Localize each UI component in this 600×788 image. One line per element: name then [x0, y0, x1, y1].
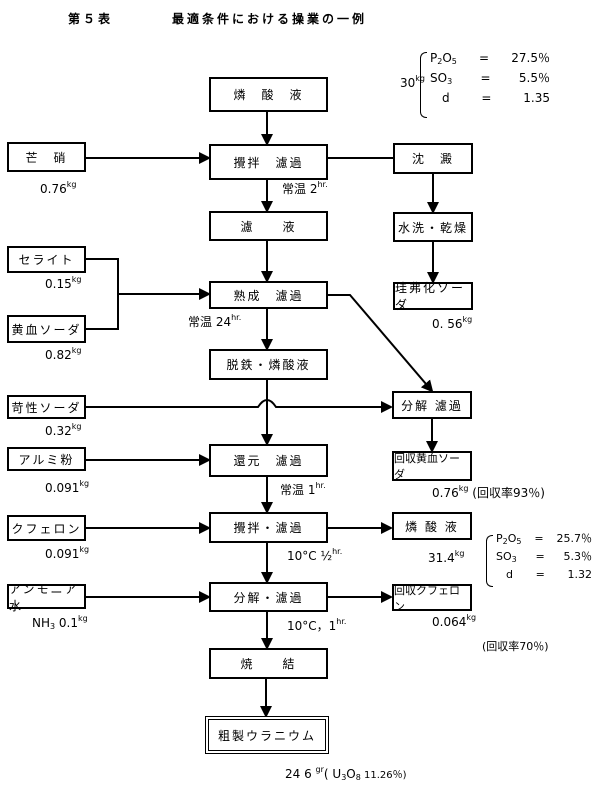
amount-cupferron: 0.091kg [45, 545, 90, 561]
node-stir-filter-1: 攪拌 濾過 [209, 144, 328, 180]
table-number: 第５表 [68, 12, 114, 26]
node-phosphoric-acid-in: 燐 酸 液 [209, 77, 328, 112]
node-label: アンモニア水 [9, 581, 79, 613]
node-label: 還元 濾過 [233, 454, 304, 468]
node-label: クフェロン [11, 521, 82, 536]
condition-reduction-filter: 常温 1hr. [280, 481, 326, 497]
product-density-row: d=1.32 [506, 568, 592, 581]
product-brace [486, 535, 493, 587]
amount-celite: 0.15kg [45, 275, 82, 291]
amount-recovered-cupferron: 0.064kg [432, 613, 477, 629]
node-label: 回収黄血ソーダ [394, 452, 460, 481]
node-label: 水洗・乾燥 [397, 220, 468, 235]
amount-crude-uranium: 24 6 gr( U3O8 11.26％) [285, 765, 407, 782]
condition-aging-filter: 常温 24hr. [188, 313, 242, 329]
node-label: 熟成 濾過 [233, 288, 304, 303]
node-label: 濾 液 [240, 219, 297, 234]
node-sodium-silicofluoride: 珪弗化ソーダ [393, 281, 473, 312]
table-caption: 最適条件における操業の一例 [172, 12, 368, 26]
node-recovered-cupferron: 回収クフェロン [392, 583, 472, 613]
node-label: 脱鉄・燐酸液 [226, 358, 311, 372]
amount-ammonia: NH3 0.1kg [32, 614, 88, 631]
amount-recovered-prussiate: 0.76kg (回収率93％) [432, 484, 545, 500]
node-decomp-filter: 分解・濾過 [209, 582, 328, 612]
feed-p2o5-row: P2O5=27.5％ [430, 51, 550, 66]
arrow-aging-to-decomp-right [327, 294, 434, 393]
amount-sodium-silicofluoride: 0. 56kg [432, 315, 473, 331]
condition-stir-filter-2: 10°C ½hr. [287, 547, 343, 563]
product-p2o5-row: P2O5=25.7％ [496, 532, 592, 546]
node-label: 焼 結 [240, 657, 297, 671]
node-ammonia-water: アンモニア水 [7, 582, 86, 613]
node-caustic-soda: 苛性ソーダ [7, 395, 86, 419]
node-crude-uranium: 粗製ウラニウム [205, 716, 329, 754]
node-label: セライト [18, 253, 75, 267]
node-label: 黄血ソーダ [11, 322, 82, 337]
node-label: 沈 澱 [411, 152, 454, 166]
node-stir-filter-2: 攪拌・濾過 [209, 512, 328, 543]
node-label: 分解 濾過 [401, 398, 463, 413]
amount-aluminum-powder: 0.091kg [45, 479, 90, 495]
node-label: 燐 酸 液 [405, 519, 459, 534]
feed-brace [420, 52, 427, 118]
node-mirabilite: 芒 硝 [7, 142, 86, 172]
node-filtrate: 濾 液 [209, 211, 328, 241]
node-wash-dry: 水洗・乾燥 [393, 212, 473, 242]
node-yellow-prussiate: 黄血ソーダ [7, 315, 86, 343]
node-defe-phosphoric: 脱鉄・燐酸液 [209, 349, 328, 380]
product-composition: P2O5=25.7％ SO3=5.3％ d=1.32 [496, 530, 592, 584]
arrow-caustic-soda [85, 399, 393, 413]
feed-composition: P2O5=27.5％ SO3=5.5％ d=1.35 [430, 48, 550, 108]
node-decomp-filter-right: 分解 濾過 [392, 391, 472, 419]
bracket-celite-prussiate [85, 258, 119, 330]
node-precipitate: 沈 澱 [393, 143, 473, 174]
rate-recovered-cupferron: (回収率70％) [482, 640, 549, 653]
node-aluminum-powder: アルミ粉 [7, 447, 86, 471]
node-label: 粗製ウラニウム [217, 728, 316, 743]
node-aging-filter: 熟成 濾過 [209, 281, 328, 309]
node-sintering: 焼 結 [209, 648, 328, 679]
node-label: 分解・濾過 [233, 590, 304, 605]
amount-yellow-prussiate: 0.82kg [45, 346, 82, 362]
node-label: 珪弗化ソーダ [395, 281, 466, 312]
condition-stir-filter-1: 常温 2hr. [282, 180, 328, 196]
feed-so3-row: SO3=5.5％ [430, 71, 550, 86]
node-label: 攪拌 濾過 [233, 155, 304, 170]
node-phosphoric-acid-out: 燐 酸 液 [392, 512, 472, 540]
node-cupferron: クフェロン [7, 515, 86, 541]
amount-caustic-soda: 0.32kg [45, 422, 82, 438]
node-label: 苛性ソーダ [11, 400, 82, 415]
product-so3-row: SO3=5.3％ [496, 550, 592, 564]
condition-decomp-filter: 10°C，1hr. [287, 617, 347, 633]
amount-phosphoric-acid-out: 31.4kg [428, 549, 465, 565]
node-reduction-filter: 還元 濾過 [209, 444, 328, 477]
node-label: 回収クフェロン [394, 583, 460, 613]
node-celite: セライト [7, 246, 86, 273]
node-label: 燐 酸 液 [233, 88, 304, 102]
amount-mirabilite: 0.76kg [40, 180, 77, 196]
node-label: 攪拌・濾過 [233, 521, 304, 535]
feed-density-row: d=1.35 [442, 91, 550, 105]
node-label: 芒 硝 [25, 150, 68, 165]
node-label: アルミ粉 [18, 452, 75, 467]
node-recovered-prussiate: 回収黄血ソーダ [392, 451, 472, 481]
